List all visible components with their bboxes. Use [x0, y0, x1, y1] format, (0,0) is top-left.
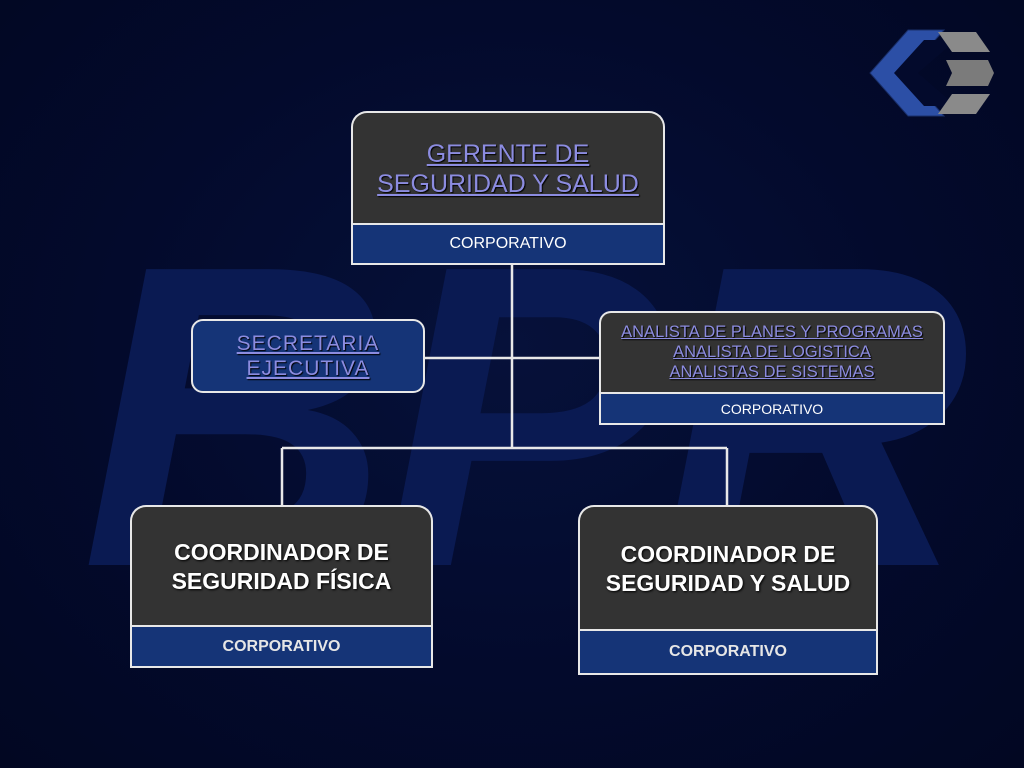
analistas-box: ANALISTA DE PLANES Y PROGRAMAS ANALISTA … [599, 311, 945, 425]
gerente-seguridad-salud-box: GERENTE DE SEGURIDAD Y SALUD CORPORATIVO [351, 111, 665, 265]
coordinador-seguridad-fisica-box: COORDINADOR DE SEGURIDAD FÍSICA CORPORAT… [130, 505, 433, 668]
gerente-title-line-2[interactable]: SEGURIDAD Y SALUD [377, 170, 639, 198]
gerente-title-area: GERENTE DE SEGURIDAD Y SALUD [351, 111, 665, 225]
analistas-subtitle: CORPORATIVO [599, 392, 945, 425]
coordinador-seguridad-salud-box: COORDINADOR DE SEGURIDAD Y SALUD CORPORA… [578, 505, 878, 675]
coord-fisica-title-line-2: SEGURIDAD FÍSICA [171, 568, 392, 594]
gerente-title-line-1[interactable]: GERENTE DE [426, 140, 590, 168]
analistas-title-area: ANALISTA DE PLANES Y PROGRAMAS ANALISTA … [599, 311, 945, 393]
secretaria-title-line-1[interactable]: SECRETARIA [236, 331, 380, 355]
secretaria-ejecutiva-box: SECRETARIA EJECUTIVA [191, 319, 425, 393]
coord-fisica-title-area: COORDINADOR DE SEGURIDAD FÍSICA [130, 505, 433, 627]
company-logo-icon [869, 29, 994, 117]
analistas-title-line-3[interactable]: ANALISTAS DE SISTEMAS [669, 362, 875, 381]
coord-seguridad-title-line-2: SEGURIDAD Y SALUD [605, 570, 851, 596]
analistas-title-line-2[interactable]: ANALISTA DE LOGISTICA [673, 343, 871, 362]
secretaria-title-line-2[interactable]: EJECUTIVA [246, 357, 370, 380]
coord-seguridad-title-area: COORDINADOR DE SEGURIDAD Y SALUD [578, 505, 878, 631]
coord-fisica-title-line-1: COORDINADOR DE [174, 539, 389, 566]
coord-fisica-subtitle: CORPORATIVO [130, 625, 433, 668]
coord-seguridad-subtitle: CORPORATIVO [578, 629, 878, 675]
analistas-title-line-1[interactable]: ANALISTA DE PLANES Y PROGRAMAS [621, 323, 923, 342]
coord-seguridad-title-line-1: COORDINADOR DE [620, 541, 836, 568]
gerente-subtitle: CORPORATIVO [351, 223, 665, 265]
